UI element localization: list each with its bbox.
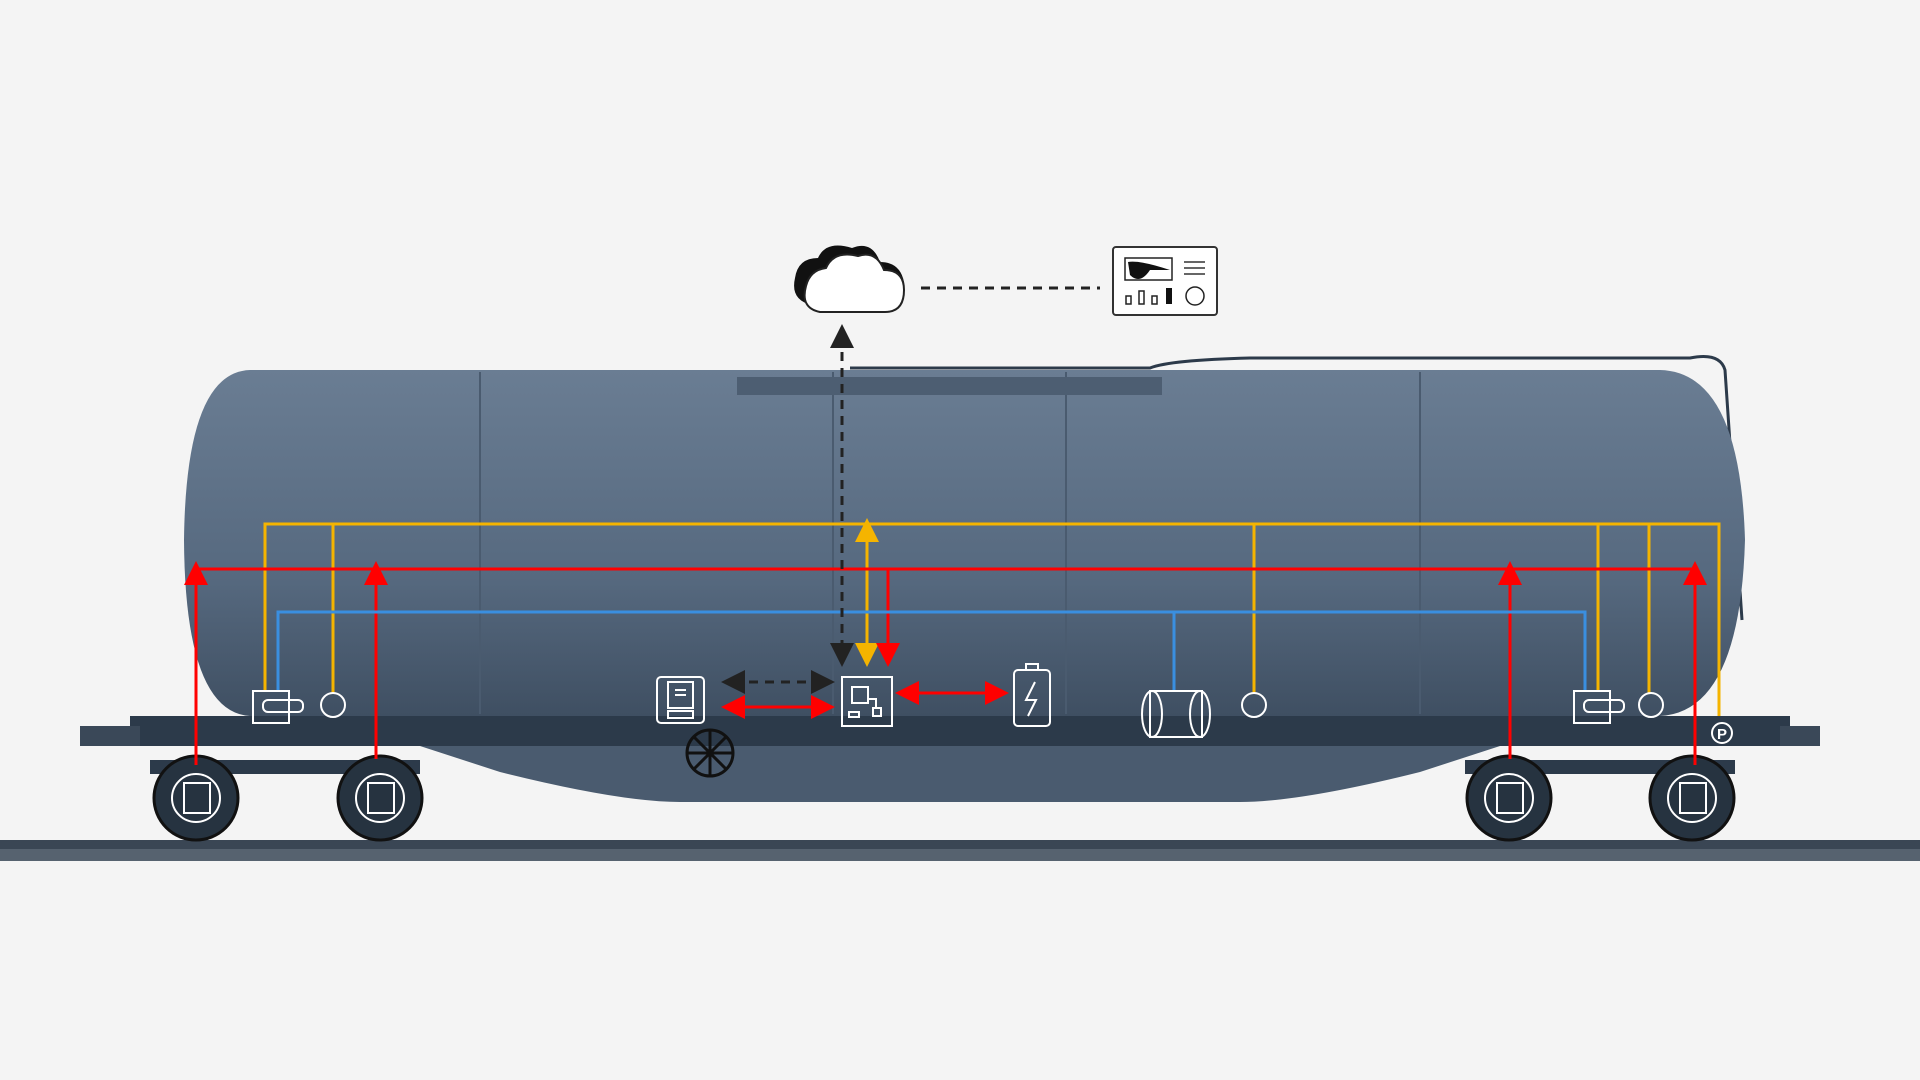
pressure-lines [276, 610, 1587, 692]
cloud-icon [794, 245, 906, 313]
valve-sensor-icons [252, 690, 1625, 724]
handbrake-wheel [685, 728, 735, 778]
sensor-signal-lines [263, 518, 1721, 716]
handrail [850, 355, 1744, 621]
pressure-gauge-icon [320, 692, 346, 718]
pressure-gauge-icons [320, 692, 1664, 718]
rail-track [0, 840, 1920, 861]
dashboard-icon [1112, 246, 1218, 316]
wheels [152, 754, 1736, 842]
pressure-gauge-icon [1638, 692, 1664, 718]
tank-body [184, 370, 1745, 716]
pressure-gauge-icon [1241, 692, 1267, 718]
parking-brake-icon: P [1711, 722, 1733, 744]
tank-cylinder-icon [1141, 690, 1211, 738]
valve-sensor-icon [252, 690, 304, 724]
parking-brake-label: P [1717, 726, 1727, 743]
valve-sensor-icon [1573, 690, 1625, 724]
data-links [721, 286, 1100, 694]
walkway [737, 377, 1162, 395]
bearing-sensor-icons [171, 773, 1717, 823]
battery-icon [1013, 663, 1051, 727]
gateway-chip-icon [841, 676, 893, 727]
data-storage-icon [656, 676, 705, 724]
